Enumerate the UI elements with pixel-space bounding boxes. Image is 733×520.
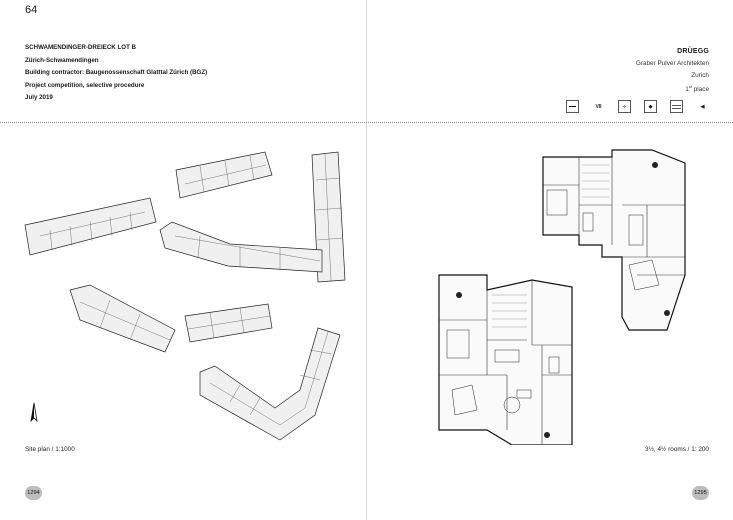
rug-lower — [451, 384, 478, 416]
rug-upper — [628, 259, 660, 291]
minus-icon — [566, 100, 579, 113]
competition-place: 1st place — [685, 84, 709, 93]
site-plan-drawing — [24, 151, 346, 441]
left-page: 64 SCHWAMENDINGER-DREIECK LOT B Zürich-S… — [0, 0, 366, 520]
architect-city: Zurich — [691, 72, 709, 79]
diamond-icon: ◆ — [644, 100, 657, 113]
pictogram-row: VII ⊹ ◆ ◀ — [566, 100, 709, 113]
project-title: SCHWAMENDINGER-DREIECK LOT B — [25, 44, 137, 51]
building-block-7 — [199, 327, 341, 441]
apartment-upper — [542, 149, 686, 331]
round-table — [503, 396, 521, 414]
bed-upper — [546, 189, 568, 216]
site-plan-caption: Site plan / 1:1000 — [25, 446, 75, 453]
stack-icon — [670, 100, 683, 113]
bath-upper — [582, 212, 594, 232]
dining-table-lower — [494, 349, 520, 363]
project-date: July 2019 — [25, 94, 53, 102]
gutter-divider — [366, 0, 367, 520]
place-word: place — [693, 86, 709, 94]
north-arrow-icon — [30, 402, 38, 423]
project-contractor: Building contractor: Baugenossenschaft G… — [25, 69, 208, 77]
bath-lower — [548, 356, 560, 374]
project-name: DRÜEGG — [677, 48, 709, 55]
place-number: 1 — [685, 86, 689, 94]
flag-icon: ◀ — [700, 103, 705, 110]
floor-plan-caption: 3½, 4½ rooms / 1: 200 — [645, 446, 709, 453]
sofa-lower — [516, 389, 532, 399]
building-block-5 — [69, 284, 176, 353]
building-block-6 — [184, 303, 273, 343]
project-meta: SCHWAMENDINGER-DREIECK LOT B Zürich-Schw… — [25, 42, 207, 105]
page-number: 64 — [25, 4, 38, 16]
header-dotted-rule — [0, 122, 733, 123]
roman-seven-icon: VII — [595, 103, 602, 110]
right-page: DRÜEGG Graber Pulver Architekten Zurich … — [367, 0, 733, 520]
building-block-3 — [311, 151, 346, 283]
place-suffix: st — [688, 84, 692, 89]
apartment-lower — [438, 274, 573, 445]
folio-right: 1295 — [692, 486, 709, 500]
bed-lower — [446, 329, 470, 359]
floor-plan-drawing — [438, 149, 686, 445]
architect-name: Graber Pulver Architekten — [635, 60, 709, 67]
dining-table-upper — [628, 214, 644, 246]
project-procedure: Project competition, selective procedure — [25, 81, 145, 89]
compass-grid-icon: ⊹ — [618, 100, 631, 113]
building-block-4 — [159, 221, 323, 273]
folio-left: 1294 — [25, 486, 42, 500]
project-location: Zürich-Schwamendingen — [25, 56, 99, 64]
